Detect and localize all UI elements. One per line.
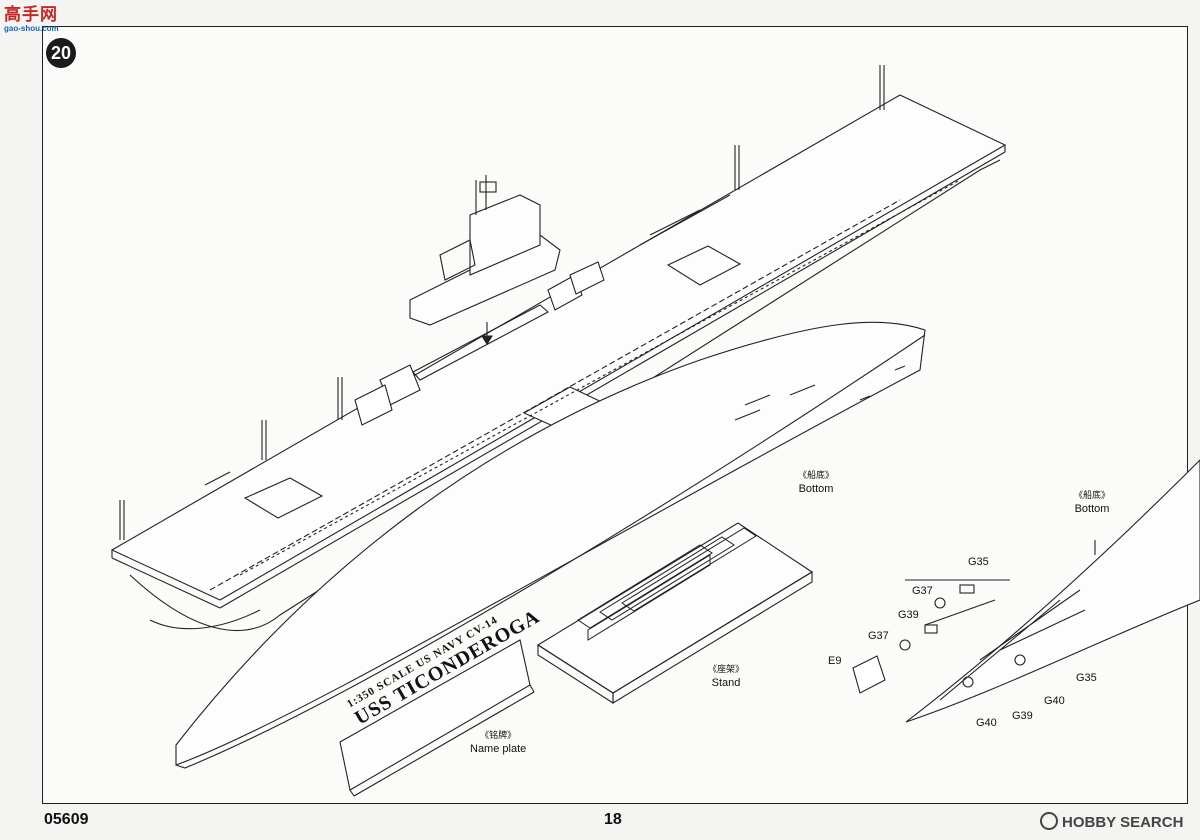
- label-bottom-hull: 《船底》 Bottom: [798, 471, 835, 495]
- name-plate-part: [339, 639, 535, 797]
- part-g40-lower: G40: [976, 717, 997, 729]
- part-e9: E9: [828, 655, 842, 667]
- part-g39-upper: G39: [898, 609, 919, 621]
- lower-hull: [175, 321, 926, 769]
- site-logo-text: 高手网: [4, 5, 58, 25]
- hobby-search-watermark: HOBBY SEARCH: [1040, 812, 1183, 831]
- page-number: 18: [604, 811, 622, 828]
- product-code: 05609: [44, 811, 89, 828]
- flight-deck: [110, 94, 1007, 631]
- hobby-search-logo-icon: [1040, 812, 1058, 830]
- deck-masts: [119, 65, 885, 540]
- part-g39-lower: G39: [1012, 710, 1033, 722]
- watermark-text: HOBBY SEARCH: [1062, 814, 1184, 831]
- label-bottom-detail: 《船底》 Bottom: [1074, 491, 1111, 515]
- site-logo-url: gao-shou.com: [4, 24, 59, 33]
- label-name-plate: 《铭牌》 Name plate: [470, 731, 527, 755]
- part-g37-upper: G37: [912, 585, 933, 597]
- gun-turrets: [354, 261, 605, 426]
- part-g35-top: G35: [968, 556, 989, 568]
- label-stand: 《座架》 Stand: [708, 665, 745, 689]
- part-g37-lower: G37: [868, 630, 889, 642]
- bow-detail-view: [852, 459, 1200, 723]
- part-g35-right: G35: [1076, 672, 1097, 684]
- display-stand: [536, 522, 814, 705]
- island-superstructure: [409, 175, 561, 326]
- step-number: 20: [46, 38, 76, 68]
- part-g40-right: G40: [1044, 695, 1065, 707]
- site-logo: 高手网 gao-shou.com: [4, 6, 68, 36]
